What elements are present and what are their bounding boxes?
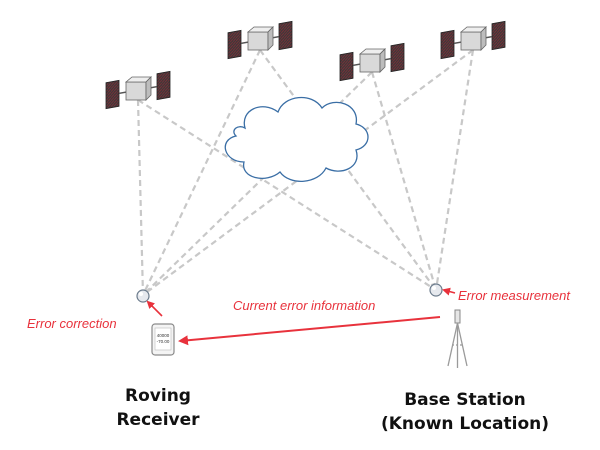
error-correction-arrow xyxy=(146,300,163,317)
tripod-icon xyxy=(447,309,468,368)
signal-line xyxy=(136,99,145,296)
satellite-icon xyxy=(440,20,506,60)
roving-receiver-label: Roving Receiver xyxy=(108,384,208,432)
base-label-line2: (Known Location) xyxy=(380,414,550,434)
base-antenna-icon xyxy=(429,283,443,297)
satellite-icon xyxy=(339,42,405,82)
roving-label-line1: Roving xyxy=(125,386,191,406)
roving-antenna-icon xyxy=(136,289,150,303)
signal-line xyxy=(137,99,437,291)
signal-line xyxy=(434,49,475,291)
base-station-label: Base Station (Known Location) xyxy=(380,388,550,436)
current-error-information-label: Current error information xyxy=(233,298,376,313)
signal-line xyxy=(142,49,261,296)
cloud-icon xyxy=(224,96,369,182)
error-measurement-label: Error measurement xyxy=(458,288,570,303)
device-screen-line1: 40000 xyxy=(157,333,170,338)
gps-device-icon: 40000 -70.00 xyxy=(151,323,175,356)
device-screen-line2: -70.00 xyxy=(157,339,170,344)
signal-line xyxy=(370,71,438,291)
satellite-icon xyxy=(105,70,171,110)
current-error-arrow xyxy=(178,316,441,346)
error-measurement-arrow xyxy=(442,287,456,296)
roving-label-line2: Receiver xyxy=(116,410,200,430)
satellite-icon xyxy=(227,20,293,60)
base-label-line1: Base Station xyxy=(404,390,526,410)
error-correction-label: Error correction xyxy=(27,316,117,331)
